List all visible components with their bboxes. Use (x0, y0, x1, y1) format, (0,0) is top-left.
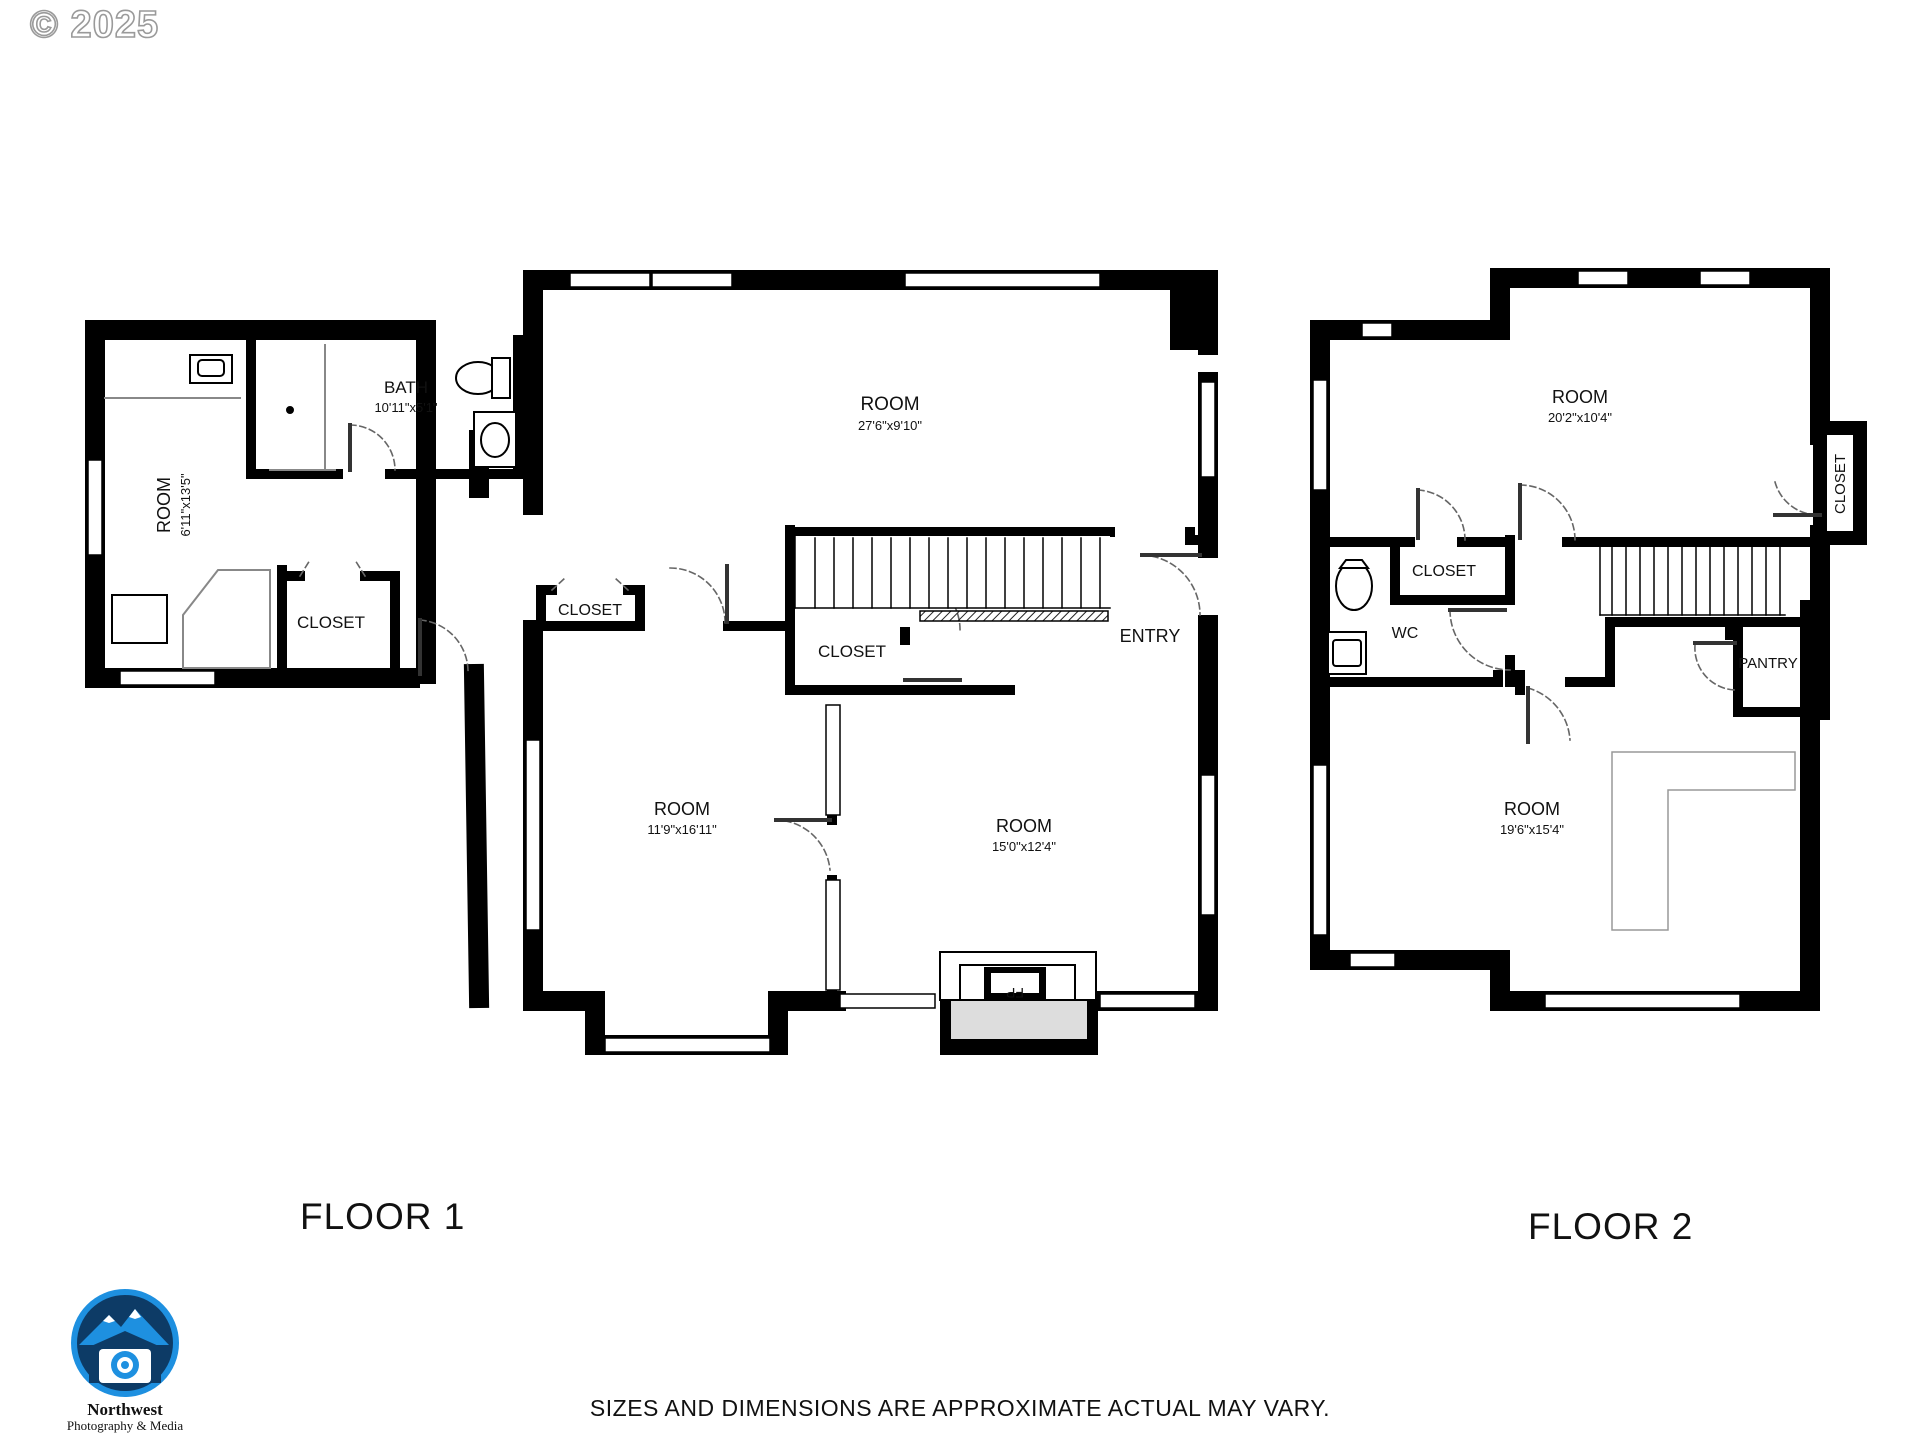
floor-2-stairs (1599, 546, 1786, 616)
room-name: ROOM (654, 799, 710, 819)
bath-fixtures (104, 344, 517, 669)
company-logo: Northwest Photography & Media (55, 1287, 195, 1433)
room-name: WC (1392, 625, 1419, 642)
room-name: CLOSET (818, 642, 886, 661)
room-size: 11'9"x16'11" (647, 822, 717, 837)
room-name: CLOSET (558, 602, 622, 619)
room-size: 15'0"x12'4" (992, 839, 1056, 854)
camera-mountain-icon (71, 1289, 179, 1397)
room-size: 10'11"x5'1" (374, 400, 437, 415)
fireplace-label: FP (1006, 985, 1024, 1001)
room-laundry: ROOM 6'11"x13'5" (154, 473, 193, 536)
floor-2-label: FLOOR 2 (1528, 1206, 1694, 1247)
room-name: ROOM (154, 477, 174, 533)
room-name: ROOM (996, 816, 1052, 836)
room-name: BATH (384, 378, 428, 397)
floor-1-label: FLOOR 1 (300, 1196, 466, 1237)
room-size: 19'6"x15'4" (1500, 822, 1564, 837)
floor-2-plan (1310, 268, 1867, 1011)
room-closet-vertical: CLOSET (1832, 454, 1849, 514)
logo-name: Northwest (87, 1400, 163, 1419)
room-name: CLOSET (1832, 454, 1849, 514)
room-labels: ROOM 6'11"x13'5" BATH 10'11"x5'1" ROOM 2… (154, 378, 1849, 1001)
room-name: ROOM (1552, 387, 1608, 407)
room-name: CLOSET (1412, 563, 1476, 580)
room-name: CLOSET (297, 613, 365, 632)
room-name: ENTRY (1120, 626, 1181, 646)
room-name: ROOM (1504, 799, 1560, 819)
room-size: 6'11"x13'5" (178, 473, 193, 536)
wc-fixtures (1327, 559, 1373, 675)
disclaimer-text: SIZES AND DIMENSIONS ARE APPROXIMATE ACT… (589, 1395, 1331, 1421)
copyright-notice: © 2025 (29, 3, 160, 47)
room-size: 20'2"x10'4" (1548, 410, 1612, 425)
fireplace (939, 951, 1097, 1041)
kitchen-counter (1611, 751, 1796, 931)
room-name: ROOM (860, 394, 919, 415)
floor-1-plan (85, 270, 1218, 1055)
logo-tagline: Photography & Media (66, 1418, 184, 1433)
room-size: 27'6"x9'10" (858, 418, 922, 433)
room-name: PANTRY (1738, 655, 1797, 672)
floor-1-stairs (794, 535, 1111, 622)
